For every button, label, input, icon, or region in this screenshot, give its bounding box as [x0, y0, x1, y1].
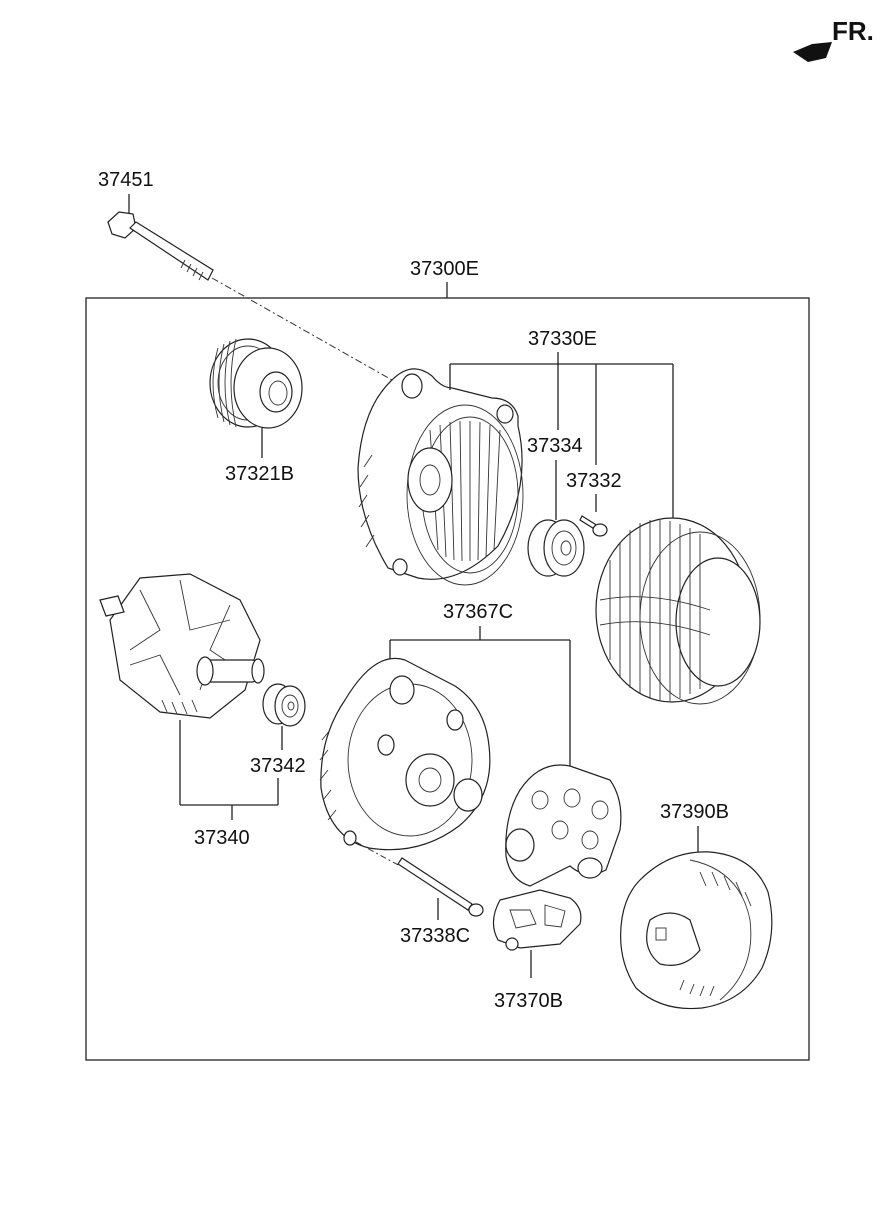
label-37370B: 37370B [494, 990, 563, 1012]
bolt-axis-line [211, 277, 393, 381]
rotor: 37340 [99, 573, 279, 849]
label-37321B: 37321B [225, 463, 294, 485]
label-37342: 37342 [250, 755, 306, 777]
pulley: 37321B [209, 338, 303, 485]
front-arrow-icon [793, 42, 832, 62]
bracket-callout: 37330E [449, 328, 674, 522]
label-37334: 37334 [527, 435, 583, 457]
through-bolt: 37451 [98, 169, 393, 381]
screw: 37332 [566, 470, 622, 537]
label-37330E: 37330E [528, 328, 597, 350]
rectifier [505, 764, 622, 887]
stator [595, 517, 761, 705]
rear-bearing: 37342 [250, 683, 306, 777]
front-label: FR. [832, 16, 874, 46]
label-37390B: 37390B [660, 801, 729, 823]
label-37338C: 37338C [400, 925, 470, 947]
label-37340: 37340 [194, 827, 250, 849]
label-37300E: 37300E [410, 258, 479, 280]
label-37367C: 37367C [443, 601, 513, 623]
rear-bolt: 37338C [355, 841, 484, 947]
rear-cover: 37390B [620, 801, 773, 1010]
front-direction-indicator: FR. [793, 16, 874, 62]
label-37451: 37451 [98, 169, 154, 191]
rear-bracket: 37367C [319, 601, 571, 851]
front-bearing: 37334 [527, 435, 585, 577]
regulator: 37370B [492, 889, 582, 1012]
label-37332: 37332 [566, 470, 622, 492]
front-bracket [357, 368, 524, 586]
